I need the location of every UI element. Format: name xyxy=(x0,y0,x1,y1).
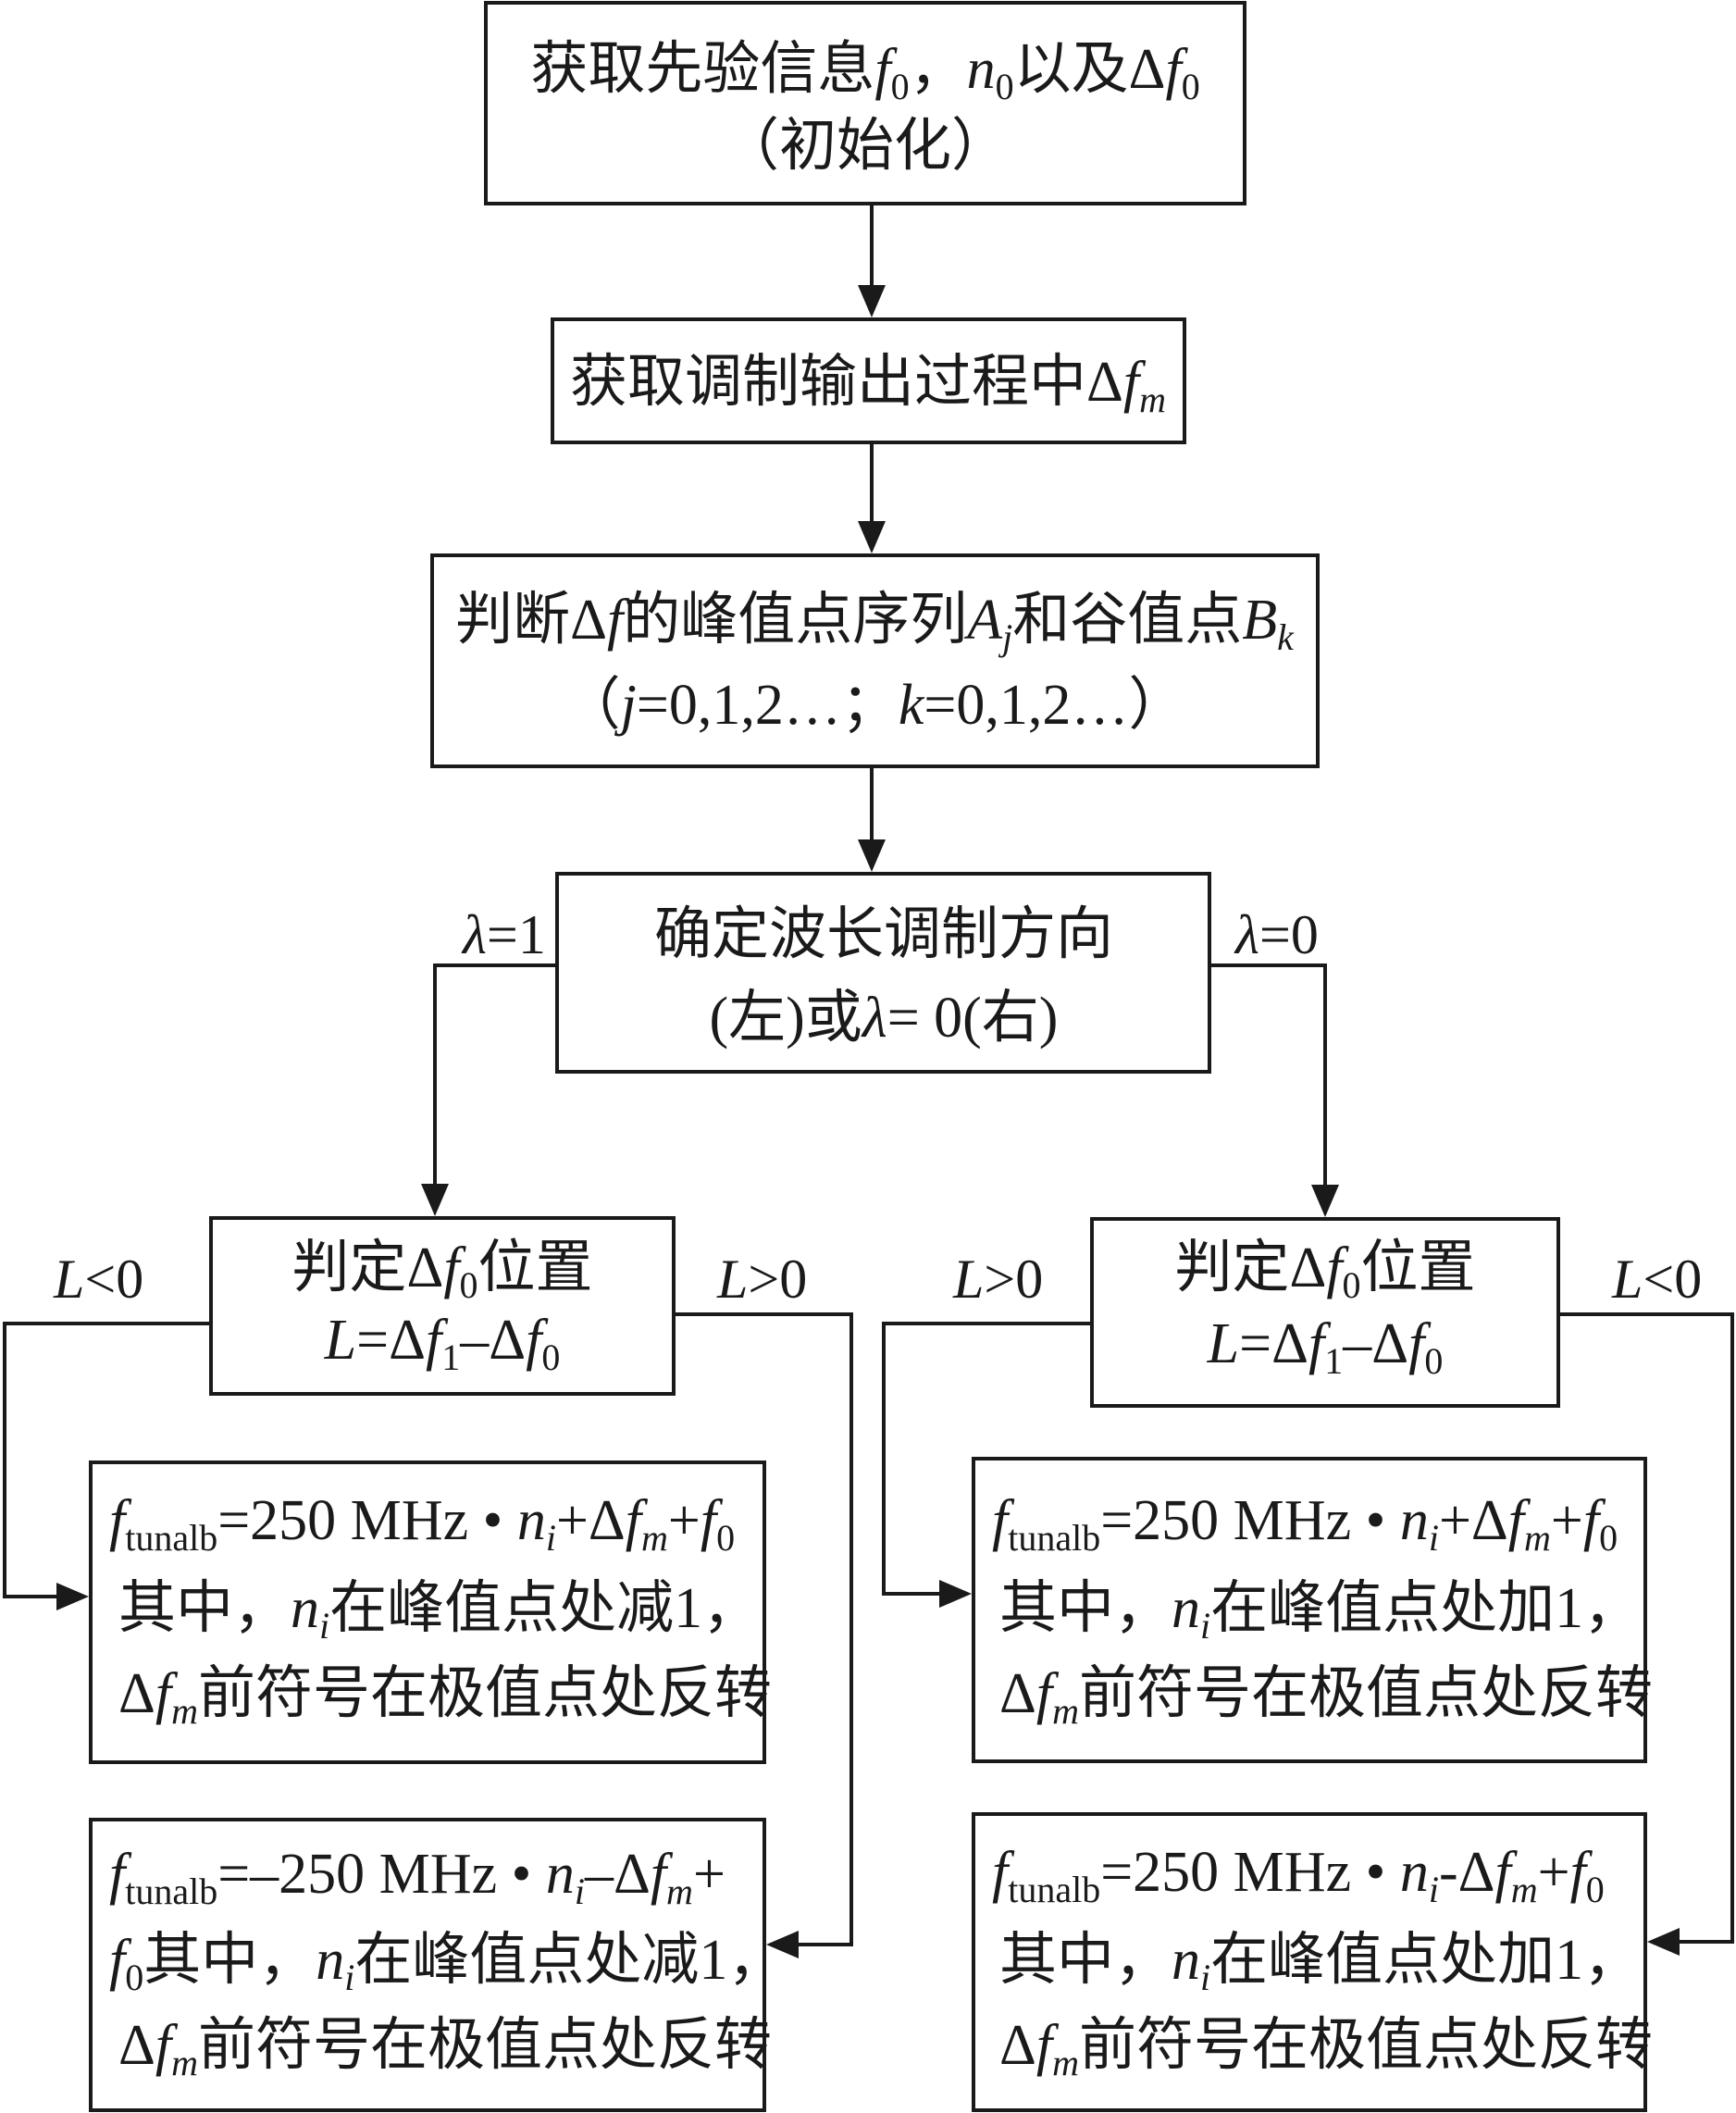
node-acquire-text: 获取调制输出过程中Δfm xyxy=(570,351,1166,420)
label-right-L-lt-0: L<0 xyxy=(1611,1249,1702,1310)
edge-direction-to-position-right xyxy=(1209,963,1327,1187)
arrowhead-init-to-acquire xyxy=(858,285,886,317)
arrowhead-position-left-gt xyxy=(766,1931,799,1958)
node-formula-left-bottom-line1: ftunalb=–250 MHz • ni–Δfm+ xyxy=(109,1843,725,1912)
node-direction-box xyxy=(555,872,1211,1074)
node-formula-left-top-line2: 其中，ni在峰值点处减1， xyxy=(118,1577,760,1647)
node-formula-right-top-line2: 其中，ni在峰值点处加1， xyxy=(999,1577,1641,1647)
arrowhead-position-left-lt xyxy=(56,1583,89,1610)
node-formula-right-bottom-box xyxy=(972,1812,1647,2112)
arrowhead-acquire-to-peaks xyxy=(858,521,886,553)
edge-direction-to-position-left xyxy=(433,963,557,1186)
node-peaks-line1: 判断Δf的峰值点序列Aj和谷值点Bk xyxy=(455,589,1295,658)
node-init-line2: （初始化） xyxy=(722,115,1009,178)
edge-position-left-gt-to-formula xyxy=(674,1312,853,1946)
node-formula-right-bottom-line2: 其中，ni在峰值点处加1， xyxy=(999,1929,1641,1998)
label-left-L-lt-0: L<0 xyxy=(53,1249,143,1310)
node-formula-left-bottom-line3: Δfm前符号在极值点处反转 xyxy=(118,2014,772,2083)
node-formula-left-top-line3: Δfm前符号在极值点处反转 xyxy=(118,1662,772,1732)
node-formula-right-bottom-line3: Δfm前符号在极值点处反转 xyxy=(999,2014,1653,2083)
node-formula-left-bottom-box xyxy=(89,1818,766,2112)
arrowhead-position-right-gt xyxy=(939,1580,972,1608)
arrowhead-direction-to-position-right xyxy=(1311,1185,1339,1217)
node-position-right-line2: L=Δf1–Δf0 xyxy=(1207,1312,1444,1382)
arrowhead-position-right-lt xyxy=(1647,1928,1680,1956)
node-formula-right-top-box xyxy=(972,1457,1647,1763)
label-right-L-gt-0: L>0 xyxy=(952,1249,1043,1310)
node-peaks-line2: （j=0,1,2…；k=0,1,2…） xyxy=(564,674,1186,737)
node-position-left-line2: L=Δf1–Δf0 xyxy=(324,1309,561,1378)
node-peaks-box xyxy=(430,553,1320,768)
node-formula-left-top-box xyxy=(89,1460,766,1764)
node-position-right-box xyxy=(1090,1217,1560,1408)
node-position-right-line1: 判定Δf0位置 xyxy=(1174,1237,1475,1306)
node-formula-right-top-line3: Δfm前符号在极值点处反转 xyxy=(999,1662,1653,1732)
edge-position-right-lt-to-formula xyxy=(1558,1312,1734,1944)
label-left-L-gt-0: L>0 xyxy=(716,1249,807,1310)
node-direction-line1: 确定波长调制方向 xyxy=(654,903,1113,966)
label-lambda-eq-1: λ=1 xyxy=(461,904,546,965)
arrowhead-direction-to-position-left xyxy=(421,1184,449,1216)
node-formula-left-bottom-line2: f0其中，ni在峰值点处减1， xyxy=(109,1929,785,1998)
node-position-left-box xyxy=(209,1216,676,1396)
edge-position-left-lt-to-formula xyxy=(3,1322,211,1598)
arrowhead-peaks-to-direction xyxy=(858,839,886,872)
node-direction-line2: (左)或λ= 0(右) xyxy=(710,987,1059,1050)
node-init-line1: 获取先验信息f0，n0以及Δf0 xyxy=(530,38,1199,107)
node-formula-right-bottom-line1: ftunalb=250 MHz • ni-Δfm+f0 xyxy=(992,1841,1605,1910)
label-lambda-eq-0: λ=0 xyxy=(1234,904,1319,965)
node-position-left-line1: 判定Δf0位置 xyxy=(291,1237,592,1306)
node-acquire-box xyxy=(551,317,1186,444)
node-init-box xyxy=(484,1,1246,205)
node-formula-left-top-line1: ftunalb=250 MHz • ni+Δfm+f0 xyxy=(109,1489,735,1559)
edge-position-right-gt-to-formula xyxy=(882,1322,1092,1596)
